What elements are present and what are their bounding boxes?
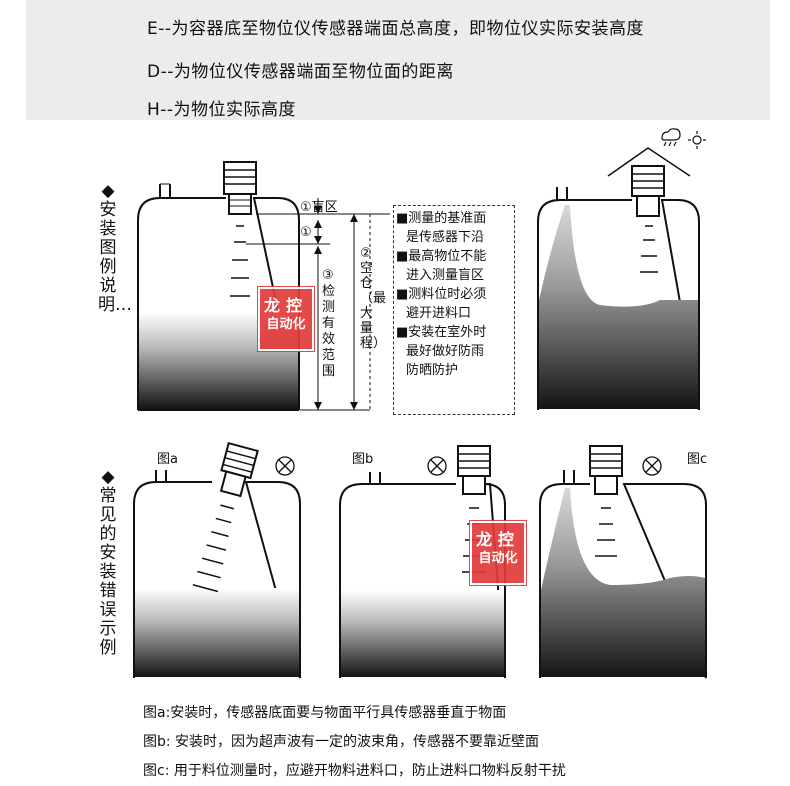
blind-zone-label: ①盲区 bbox=[300, 200, 338, 215]
note-line: ■最高物位不能 bbox=[396, 249, 487, 264]
figure-a-label: 图a bbox=[157, 452, 178, 467]
beam-ticks-outdoor bbox=[640, 225, 658, 273]
sensor-outdoor bbox=[631, 165, 665, 217]
tank-a bbox=[133, 470, 301, 679]
note-line: ■安装在室外时 bbox=[396, 325, 487, 340]
caption-c: 图c: 用于料位测量时，应避开物料进料口，防止进料口物料反射干扰 bbox=[143, 763, 566, 779]
notes-box: ■测量的基准面 是传感器下沿 ■最高物位不能 进入测量盲区 ■测料位时必须 避开… bbox=[393, 205, 515, 415]
watermark-logo: 龙控 自动化 bbox=[470, 521, 526, 585]
legend-e: E--为容器底至物位仪传感器端面总高度，即物位仪实际安装高度 bbox=[147, 19, 645, 39]
note-line: 避开进料口 bbox=[406, 306, 472, 321]
tank-b bbox=[339, 472, 506, 679]
tank-outdoor bbox=[537, 147, 700, 411]
tank-c bbox=[539, 470, 707, 679]
note-line: 最好做好防雨 bbox=[406, 344, 485, 359]
caption-a: 图a:安装时，传感器底面要与物面平行具传感器垂直于物面 bbox=[143, 705, 507, 721]
beam-ticks-main bbox=[230, 225, 250, 297]
note-line: ■测料位时必须 bbox=[396, 287, 487, 302]
note-line: 是传感器下沿 bbox=[406, 230, 485, 245]
note-line: 防晒防护 bbox=[406, 363, 459, 378]
section-install-title: ◆安装图例说明… bbox=[98, 181, 132, 315]
circled-x-icon bbox=[427, 456, 447, 476]
note-line: 进入测量盲区 bbox=[406, 268, 485, 283]
watermark-logo: 龙控 自动化 bbox=[258, 287, 314, 351]
caption-b: 图b: 安装时，因为超声波有一定的波束角，传感器不要靠近壁面 bbox=[143, 734, 540, 750]
legend-h: H--为物位实际高度 bbox=[147, 100, 297, 120]
figure-b-label: 图b bbox=[352, 452, 374, 467]
note-line: ■测量的基准面 bbox=[396, 211, 487, 226]
legend-d: D--为物位仪传感器端面至物位面的距离 bbox=[147, 62, 454, 82]
figure-c-label: 图c bbox=[687, 452, 708, 467]
dimension-lines bbox=[246, 198, 390, 411]
cloud-sun-icon bbox=[661, 128, 706, 149]
sensor-tilted bbox=[192, 441, 259, 593]
detect-range-label: ③检测有效范围 bbox=[322, 268, 336, 379]
circled-x-icon bbox=[275, 456, 295, 476]
level-one-label: ① bbox=[300, 225, 312, 240]
section-errors-title: ◆常见的安装错误示例 bbox=[99, 467, 117, 658]
tank-main bbox=[137, 183, 300, 411]
sensor-main bbox=[223, 161, 257, 215]
sensor-b bbox=[457, 445, 491, 573]
sensor-c bbox=[589, 445, 623, 557]
dimension-arrows bbox=[314, 206, 358, 410]
legend-box bbox=[26, 0, 770, 120]
circled-x-icon bbox=[642, 456, 662, 476]
empty-tank-label: ②空仓（最大量程） bbox=[360, 246, 387, 351]
